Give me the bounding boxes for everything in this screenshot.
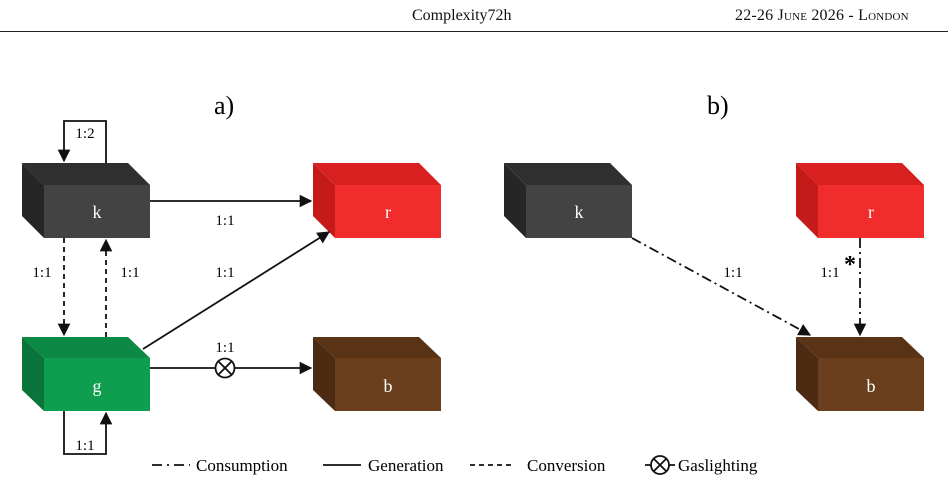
header-rule <box>0 31 948 32</box>
ratio-r-b-star: * <box>844 252 856 278</box>
arrow-k-b-consumption <box>631 237 812 336</box>
legend-gaslighting-label: Gaslighting <box>678 456 758 475</box>
box-b-b-label: b <box>867 376 876 396</box>
box-r-b-side <box>796 163 818 238</box>
ratio-r-b: 1:1 <box>820 265 839 281</box>
legend: Consumption Generation Conversion Gaslig… <box>152 455 758 475</box>
gaslighting-icon <box>214 357 236 379</box>
header-title: Complexity72h <box>412 7 512 24</box>
box-k-b: k <box>504 163 632 238</box>
panel-a-label: a) <box>214 91 234 120</box>
legend-conversion-label: Conversion <box>527 456 606 475</box>
box-r-a-front <box>335 185 441 238</box>
box-b-a-top <box>313 337 441 358</box>
panel-b-label: b) <box>707 91 729 120</box>
ratio-g-b: 1:1 <box>215 340 234 356</box>
box-b-b-top <box>796 337 924 358</box>
box-g-a-front <box>44 358 150 411</box>
box-g-a-top <box>22 337 150 358</box>
box-k-a-side <box>22 163 44 238</box>
box-b-b: b <box>796 337 924 411</box>
legend-generation-label: Generation <box>368 456 444 475</box>
box-r-b-top <box>796 163 924 185</box>
box-k-a-top <box>22 163 150 185</box>
ratio-k-self: 1:2 <box>75 126 94 142</box>
box-r-a: r <box>313 163 441 238</box>
box-r-a-label: r <box>385 202 391 222</box>
box-b-a-side <box>313 337 335 411</box>
arrow-k-self-loop <box>57 120 107 163</box>
box-r-b: r <box>796 163 924 238</box>
legend-consumption-label: Consumption <box>196 456 288 475</box>
box-g-a-label: g <box>93 376 102 396</box>
box-r-b-label: r <box>868 202 874 222</box>
ratio-k-b: 1:1 <box>723 265 742 281</box>
page-header: Complexity72h 22-26 June 2026 - London <box>0 0 948 32</box>
legend-gaslighting-icon <box>645 455 675 475</box>
box-k-a-label: k <box>93 202 102 222</box>
ratio-g-r: 1:1 <box>215 265 234 281</box>
box-k-b-top <box>504 163 632 185</box>
ratio-g-k: 1:1 <box>120 265 139 281</box>
box-r-a-top <box>313 163 441 185</box>
ratio-g-self: 1:1 <box>75 438 94 454</box>
box-k-b-label: k <box>575 202 584 222</box>
box-b-a: b <box>313 337 441 411</box>
box-r-a-side <box>313 163 335 238</box>
arrow-g-r <box>142 231 331 350</box>
box-g-a: g <box>22 337 150 411</box>
box-b-b-front <box>818 358 924 411</box>
ratio-k-g: 1:1 <box>32 265 51 281</box>
box-b-a-label: b <box>384 376 393 396</box>
box-k-a: k <box>22 163 150 238</box>
header-event: 22-26 June 2026 - London <box>735 7 909 24</box>
arrow-g-self-loop <box>63 411 113 455</box>
box-k-a-front <box>44 185 150 238</box>
box-b-b-side <box>796 337 818 411</box>
box-r-b-front <box>818 185 924 238</box>
box-k-b-side <box>504 163 526 238</box>
box-k-b-front <box>526 185 632 238</box>
ratio-k-r: 1:1 <box>215 213 234 229</box>
box-b-a-front <box>335 358 441 411</box>
box-g-a-side <box>22 337 44 411</box>
